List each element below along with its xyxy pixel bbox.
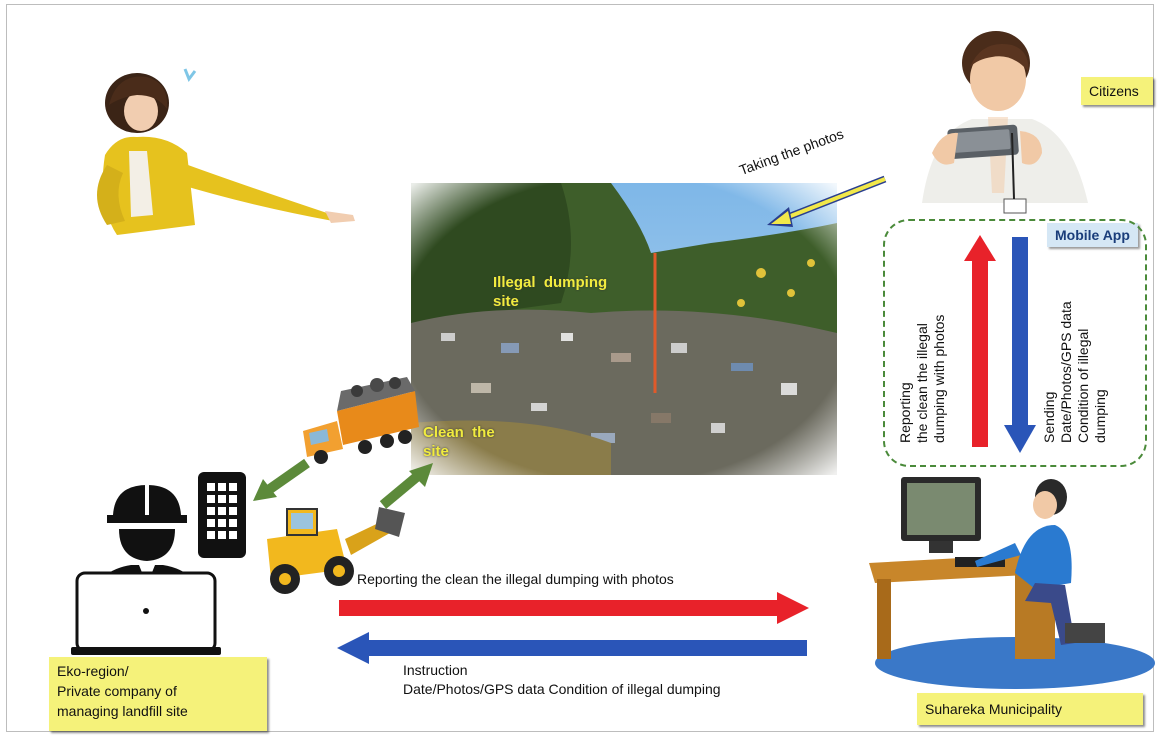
reporting-app-text: Reporting the clean the illegal dumping …	[897, 314, 947, 443]
phone-icon	[198, 472, 246, 558]
sending-app-text: Sending Date/Photos/GPS data Condition o…	[1041, 301, 1108, 443]
illegal-dumping-site-label: Illegal dumping site	[493, 274, 608, 310]
instruction-text: Instruction Date/Photos/GPS data Conditi…	[403, 662, 721, 697]
taking-photos-arrow	[767, 175, 887, 227]
dump-truck-icon	[303, 377, 419, 464]
worker-with-laptop-icon	[71, 485, 221, 655]
woman-pointing-figure	[97, 68, 355, 235]
eko-region-label: Eko-region/ Private company of managing …	[49, 657, 267, 731]
reporting-bottom-text: Reporting the clean the illegal dumping …	[357, 571, 674, 587]
taking-photos-text: Taking the photos	[737, 125, 846, 179]
reporting-right-arrow	[339, 592, 809, 624]
green-arrow-to-site	[379, 463, 433, 509]
sending-down-arrow	[1004, 237, 1036, 453]
green-arrow-to-phone	[253, 458, 310, 501]
wheel-loader-icon	[267, 507, 405, 594]
municipality-label: Suhareka Municipality	[917, 693, 1143, 725]
clean-site-label: Clean the site	[423, 424, 495, 460]
dumping-site-photo	[411, 183, 837, 475]
citizen-with-phone-figure	[922, 31, 1088, 214]
citizens-label: Citizens	[1081, 77, 1153, 105]
reporting-up-arrow	[964, 235, 996, 447]
diagram-frame: Citizens Mobile App	[6, 4, 1155, 732]
municipality-worker-at-computer-icon	[869, 477, 1155, 689]
instruction-left-arrow	[337, 632, 807, 664]
mobile-app-box	[883, 219, 1147, 467]
